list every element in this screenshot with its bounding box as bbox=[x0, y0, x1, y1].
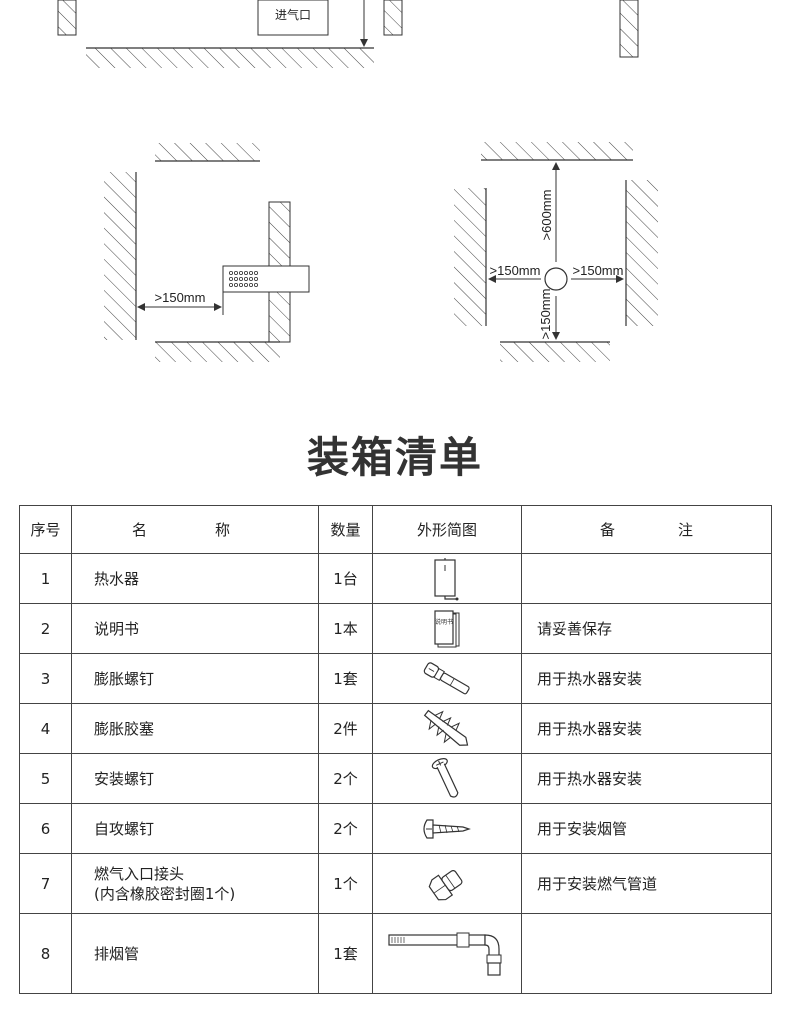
header-no: 序号 bbox=[19, 505, 72, 554]
water-heater-icon bbox=[434, 557, 459, 600]
row-qty: 1本 bbox=[318, 603, 373, 654]
table-row: 4 膨胀胶塞 2件 用于热水器安装 bbox=[19, 703, 772, 754]
header-name-part2: 称 bbox=[214, 521, 230, 539]
section-title: 装箱清单 bbox=[306, 433, 483, 482]
expansion-bolt-icon bbox=[423, 661, 470, 694]
header-qty: 数量 bbox=[318, 505, 373, 554]
packing-list-table: 序号 名 称 数量 外形简图 备 注 1 热水器 1台 bbox=[19, 505, 772, 994]
row-name: 安装螺钉 bbox=[71, 753, 319, 804]
row-name: 膨胀螺钉 bbox=[71, 653, 319, 704]
row-note: 用于安装烟管 bbox=[521, 803, 772, 854]
row-note: 用于安装燃气管道 bbox=[521, 853, 772, 914]
table-row: 6 自攻螺钉 2个 用于安装烟管 bbox=[19, 803, 772, 854]
wall-plug-icon bbox=[423, 709, 469, 746]
row-note: 用于热水器安装 bbox=[521, 653, 772, 704]
header-note: 备 注 bbox=[521, 505, 772, 554]
flue-pipe-icon bbox=[388, 932, 502, 976]
row-no: 1 bbox=[19, 553, 72, 604]
row-note: 用于热水器安装 bbox=[521, 753, 772, 804]
row-qty: 1套 bbox=[318, 913, 373, 994]
inlet-label: 进气口 bbox=[275, 7, 311, 22]
row-note: 请妥善保存 bbox=[521, 603, 772, 654]
row-note bbox=[521, 553, 772, 604]
header-note-part1: 备 bbox=[600, 521, 616, 539]
table-row: 3 膨胀螺钉 1套 用于热水器安装 bbox=[19, 653, 772, 704]
mounting-screw-icon bbox=[431, 757, 459, 798]
right-clearance-label: >150mm bbox=[573, 263, 624, 278]
installation-clearance-diagrams: 进气口 >150mm >600m bbox=[57, 0, 658, 362]
row-name: 热水器 bbox=[71, 553, 319, 604]
header-name-part1: 名 bbox=[132, 521, 148, 539]
row-no: 2 bbox=[19, 603, 72, 654]
table-row: 1 热水器 1台 bbox=[19, 553, 772, 604]
row-name: 说明书 bbox=[71, 603, 319, 654]
manual-icon: 说明书 bbox=[434, 609, 460, 647]
bottom-clearance-label: >150mm bbox=[538, 289, 553, 340]
row-no: 4 bbox=[19, 703, 72, 754]
header-name: 名 称 bbox=[71, 505, 319, 554]
row-no: 3 bbox=[19, 653, 72, 704]
top-partial-diagram: 进气口 bbox=[57, 0, 639, 68]
row-name: 膨胀胶塞 bbox=[71, 703, 319, 754]
row-name: 自攻螺钉 bbox=[71, 803, 319, 854]
row-note: 用于热水器安装 bbox=[521, 703, 772, 754]
gas-fitting-icon bbox=[428, 869, 463, 900]
row-qty: 1台 bbox=[318, 553, 373, 604]
row-qty: 2个 bbox=[318, 753, 373, 804]
manual-icon-text: 说明书 bbox=[435, 618, 453, 626]
side-clearance-diagram: >150mm bbox=[104, 143, 310, 362]
row-no: 6 bbox=[19, 803, 72, 854]
row-qty: 2个 bbox=[318, 803, 373, 854]
table-row: 8 排烟管 1套 bbox=[19, 913, 772, 994]
row-qty: 2件 bbox=[318, 703, 373, 754]
table-header-row: 序号 名 称 数量 外形简图 备 注 bbox=[19, 505, 772, 554]
header-pic: 外形简图 bbox=[372, 505, 522, 554]
top-clearance-label: >600mm bbox=[539, 190, 554, 241]
table-row: 7 燃气入口接头 (内含橡胶密封圈1个) 1个 用于安装燃气管道 bbox=[19, 853, 772, 914]
row-qty: 1个 bbox=[318, 853, 373, 914]
row-no: 8 bbox=[19, 913, 72, 994]
left-clearance-label: >150mm bbox=[490, 263, 541, 278]
table-row: 5 安装螺钉 2个 用于热水器安装 bbox=[19, 753, 772, 804]
table-row: 2 说明书 1本 说明书 请妥善保存 bbox=[19, 603, 772, 654]
row-name: 排烟管 bbox=[71, 913, 319, 994]
self-tapping-screw-icon bbox=[423, 818, 471, 839]
row-note bbox=[521, 913, 772, 994]
row-no: 7 bbox=[19, 853, 72, 914]
side-clearance-label: >150mm bbox=[155, 290, 206, 305]
header-note-part2: 注 bbox=[677, 521, 693, 539]
all-around-clearance-diagram: >600mm >150mm >150mm >150mm bbox=[454, 142, 658, 362]
row-name: 燃气入口接头 bbox=[94, 864, 185, 883]
row-name-note: (内含橡胶密封圈1个) bbox=[94, 884, 236, 903]
row-qty: 1套 bbox=[318, 653, 373, 704]
row-no: 5 bbox=[19, 753, 72, 804]
